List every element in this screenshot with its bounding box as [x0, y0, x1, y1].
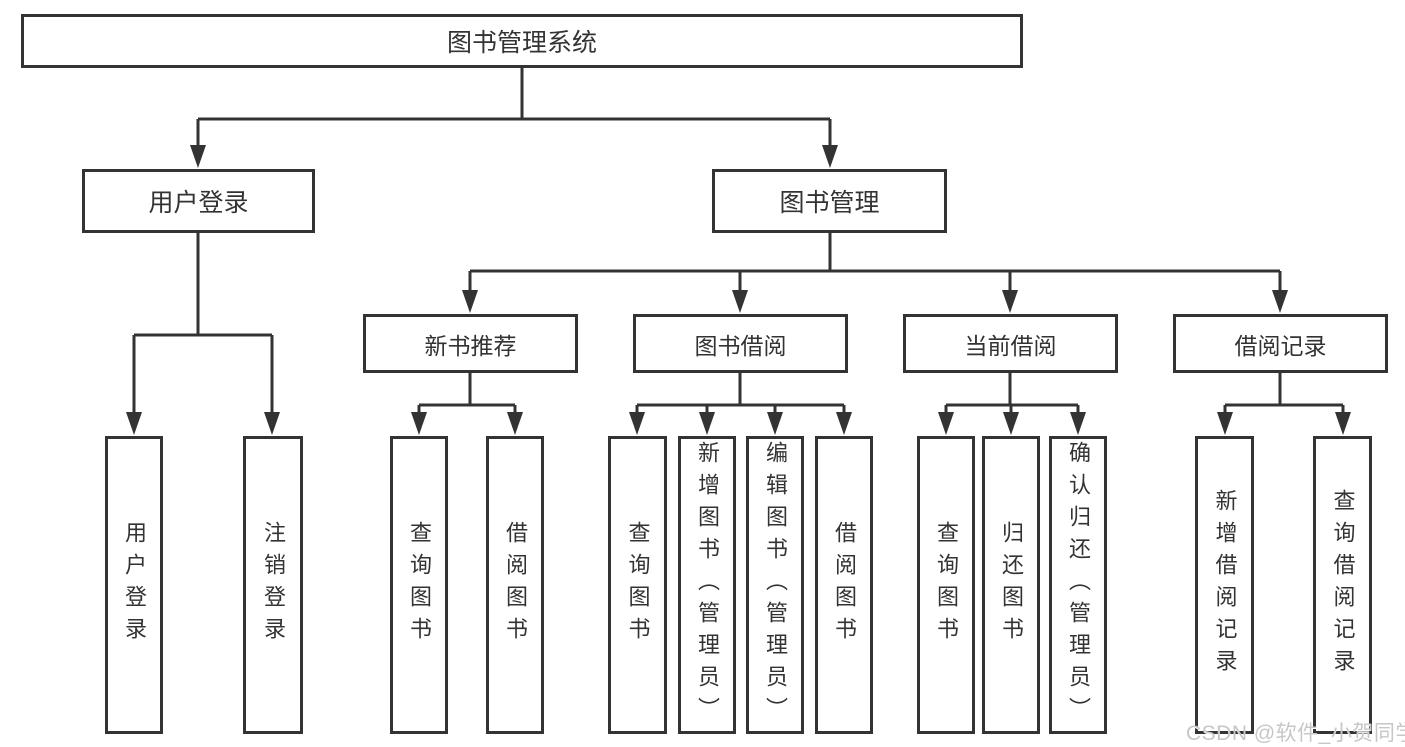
- node-user-login: 用户登录: [82, 169, 315, 233]
- leaf-borrow-books-recommend: 借阅图书: [486, 436, 544, 734]
- leaf-borrow-books-borrow: 借阅图书: [815, 436, 873, 734]
- leaf-return-book: 归还图书: [982, 436, 1040, 734]
- leaf-query-books-current: 查询图书: [917, 436, 975, 734]
- node-new-book-recommend: 新书推荐: [363, 314, 578, 373]
- node-book-borrow: 图书借阅: [633, 314, 848, 373]
- node-book-management: 图书管理: [712, 169, 947, 233]
- leaf-add-borrow-record: 新增借阅记录: [1195, 436, 1254, 734]
- node-library-management-system: 图书管理系统: [21, 14, 1023, 68]
- leaf-user-login: 用户登录: [105, 436, 163, 734]
- leaf-query-books-borrow: 查询图书: [608, 436, 667, 734]
- leaf-add-book-admin: 新增图书（管理员）: [678, 436, 736, 734]
- leaf-query-borrow-record: 查询借阅记录: [1313, 436, 1372, 734]
- node-current-borrow: 当前借阅: [903, 314, 1118, 373]
- leaf-logout: 注销登录: [243, 436, 303, 734]
- csdn-watermark: CSDN @软件_小贺同学: [1186, 722, 1405, 745]
- leaf-query-books-recommend: 查询图书: [390, 436, 448, 734]
- leaf-edit-book-admin: 编辑图书（管理员）: [746, 436, 804, 734]
- leaf-confirm-return-admin: 确认归还（管理员）: [1049, 436, 1107, 734]
- node-borrow-records: 借阅记录: [1173, 314, 1388, 373]
